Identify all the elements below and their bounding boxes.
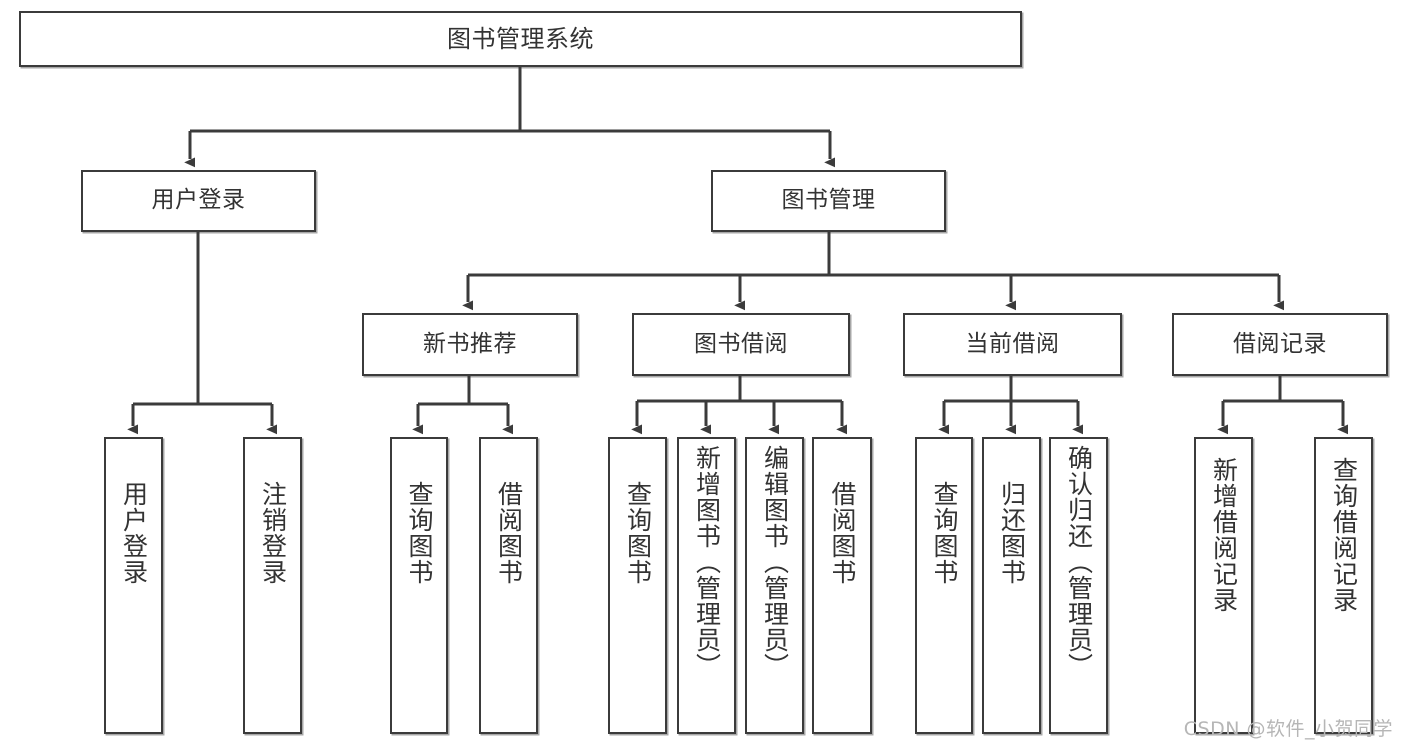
node-leaf-add-record[interactable]: 新增借阅记录 bbox=[1194, 437, 1253, 734]
node-leaf-query-record[interactable]: 查询借阅记录 bbox=[1314, 437, 1373, 734]
node-leaf-query-book-2-label: 查询图书 bbox=[623, 481, 653, 585]
node-root[interactable]: 图书管理系统 bbox=[19, 11, 1022, 67]
node-user-login-label: 用户登录 bbox=[151, 187, 246, 214]
node-book-manage[interactable]: 图书管理 bbox=[711, 170, 946, 232]
node-leaf-query-book-1[interactable]: 查询图书 bbox=[390, 437, 448, 734]
node-leaf-query-book-3-label: 查询图书 bbox=[930, 481, 959, 585]
node-leaf-add-record-label: 新增借阅记录 bbox=[1209, 457, 1239, 613]
node-new-book-recommend[interactable]: 新书推荐 bbox=[362, 313, 578, 376]
node-book-manage-label: 图书管理 bbox=[781, 187, 876, 214]
node-leaf-query-book-2[interactable]: 查询图书 bbox=[608, 437, 667, 734]
node-leaf-logout[interactable]: 注销登录 bbox=[243, 437, 302, 734]
node-root-label: 图书管理系统 bbox=[447, 24, 594, 53]
node-leaf-return-book[interactable]: 归还图书 bbox=[982, 437, 1041, 734]
node-leaf-user-login[interactable]: 用户登录 bbox=[104, 437, 163, 734]
node-borrow-record[interactable]: 借阅记录 bbox=[1172, 313, 1388, 376]
node-user-login[interactable]: 用户登录 bbox=[81, 170, 316, 232]
node-leaf-query-book-3[interactable]: 查询图书 bbox=[915, 437, 973, 734]
node-leaf-confirm-return[interactable]: 确认归还（管理员） bbox=[1049, 437, 1108, 734]
node-leaf-borrow-book-1[interactable]: 借阅图书 bbox=[479, 437, 538, 734]
node-leaf-add-book-label: 新增图书（管理员） bbox=[692, 445, 722, 679]
node-leaf-edit-book-label: 编辑图书（管理员） bbox=[760, 445, 790, 679]
node-current-borrow[interactable]: 当前借阅 bbox=[903, 313, 1122, 376]
node-borrow-record-label: 借阅记录 bbox=[1233, 330, 1327, 357]
node-leaf-return-book-label: 归还图书 bbox=[997, 481, 1027, 585]
node-book-borrow[interactable]: 图书借阅 bbox=[632, 313, 850, 376]
node-leaf-user-login-label: 用户登录 bbox=[119, 481, 149, 585]
node-book-borrow-label: 图书借阅 bbox=[694, 330, 788, 357]
node-leaf-confirm-return-label: 确认归还（管理员） bbox=[1064, 445, 1094, 679]
node-leaf-query-record-label: 查询借阅记录 bbox=[1329, 457, 1359, 613]
node-leaf-borrow-book-2-label: 借阅图书 bbox=[828, 481, 857, 585]
node-leaf-logout-label: 注销登录 bbox=[258, 481, 288, 585]
node-leaf-add-book[interactable]: 新增图书（管理员） bbox=[677, 437, 736, 734]
node-current-borrow-label: 当前借阅 bbox=[965, 330, 1060, 357]
node-leaf-edit-book[interactable]: 编辑图书（管理员） bbox=[745, 437, 804, 734]
node-leaf-borrow-book-1-label: 借阅图书 bbox=[494, 481, 524, 585]
watermark: CSDN @软件_小贺同学 bbox=[1183, 718, 1393, 740]
node-leaf-query-book-1-label: 查询图书 bbox=[405, 481, 434, 585]
node-new-book-recommend-label: 新书推荐 bbox=[423, 330, 517, 357]
node-leaf-borrow-book-2[interactable]: 借阅图书 bbox=[812, 437, 872, 734]
